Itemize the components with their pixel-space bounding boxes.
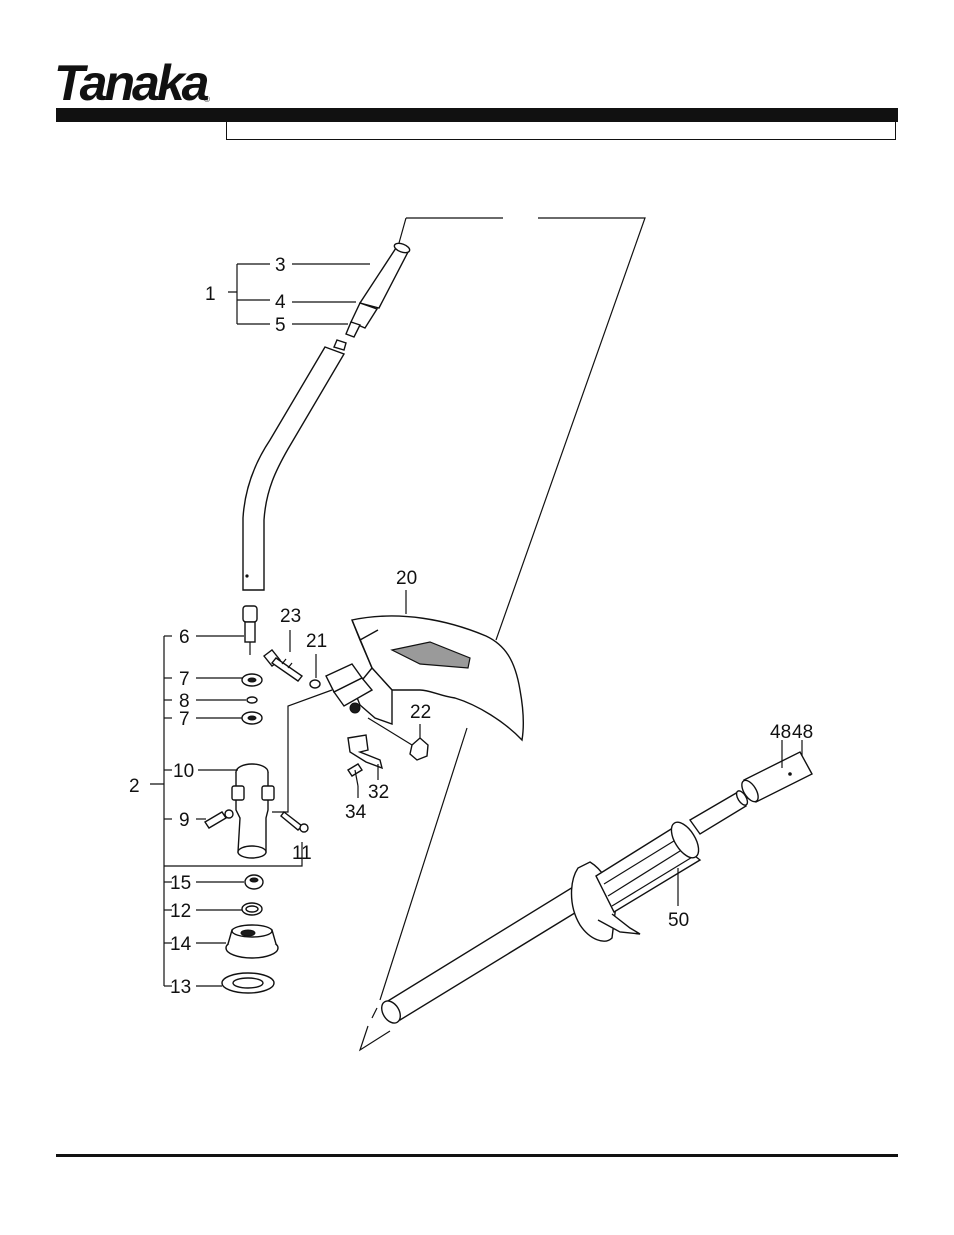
title-box xyxy=(226,122,896,140)
callout-7b: 7 xyxy=(179,709,190,730)
callout-1: 1 xyxy=(205,284,216,305)
drive-shaft xyxy=(242,242,411,591)
fasteners xyxy=(263,649,429,761)
callout-34: 34 xyxy=(345,802,367,823)
registered-mark: ® xyxy=(204,95,210,104)
callout-48b: 48 xyxy=(792,722,813,743)
callout-20: 20 xyxy=(396,568,417,589)
shaft-sleeve xyxy=(741,751,813,803)
callout-50: 50 xyxy=(668,910,689,931)
callout-5: 5 xyxy=(275,315,286,336)
brand-name: Tanaka xyxy=(54,55,209,106)
callout-12: 12 xyxy=(170,901,191,922)
part-6 xyxy=(242,605,258,655)
callout-6: 6 xyxy=(179,627,190,648)
callout-21: 21 xyxy=(306,631,327,652)
callout-4: 4 xyxy=(275,292,286,313)
blade-guard xyxy=(325,615,525,742)
bearings xyxy=(241,673,263,725)
main-shaft xyxy=(381,790,749,1024)
callout-8: 8 xyxy=(179,691,190,712)
clip xyxy=(347,734,384,787)
screws xyxy=(204,809,309,833)
callout-22: 22 xyxy=(410,702,431,723)
callout-11: 11 xyxy=(292,843,312,864)
callout-9: 9 xyxy=(179,810,190,831)
footer-rule xyxy=(56,1154,898,1157)
callout-10: 10 xyxy=(173,761,194,782)
header-rule xyxy=(56,108,898,122)
callout-2: 2 xyxy=(129,776,140,797)
callout-labels: 1 3 4 5 2 6 7 8 7 10 9 11 15 12 14 13 20… xyxy=(129,255,813,998)
connection-lines xyxy=(358,217,646,1052)
tanaka-logo: Tanaka ® xyxy=(54,55,212,106)
callout-48a: 48 xyxy=(770,722,791,743)
callout-32: 32 xyxy=(368,782,389,803)
callout-3: 3 xyxy=(275,255,286,276)
lower-parts xyxy=(221,874,279,994)
callout-13: 13 xyxy=(170,977,191,998)
callout-14: 14 xyxy=(170,934,192,955)
callout-7a: 7 xyxy=(179,669,190,690)
callout-15: 15 xyxy=(170,873,191,894)
leader-lines xyxy=(150,263,803,987)
callout-23: 23 xyxy=(280,606,301,627)
gear-housing xyxy=(231,763,275,859)
